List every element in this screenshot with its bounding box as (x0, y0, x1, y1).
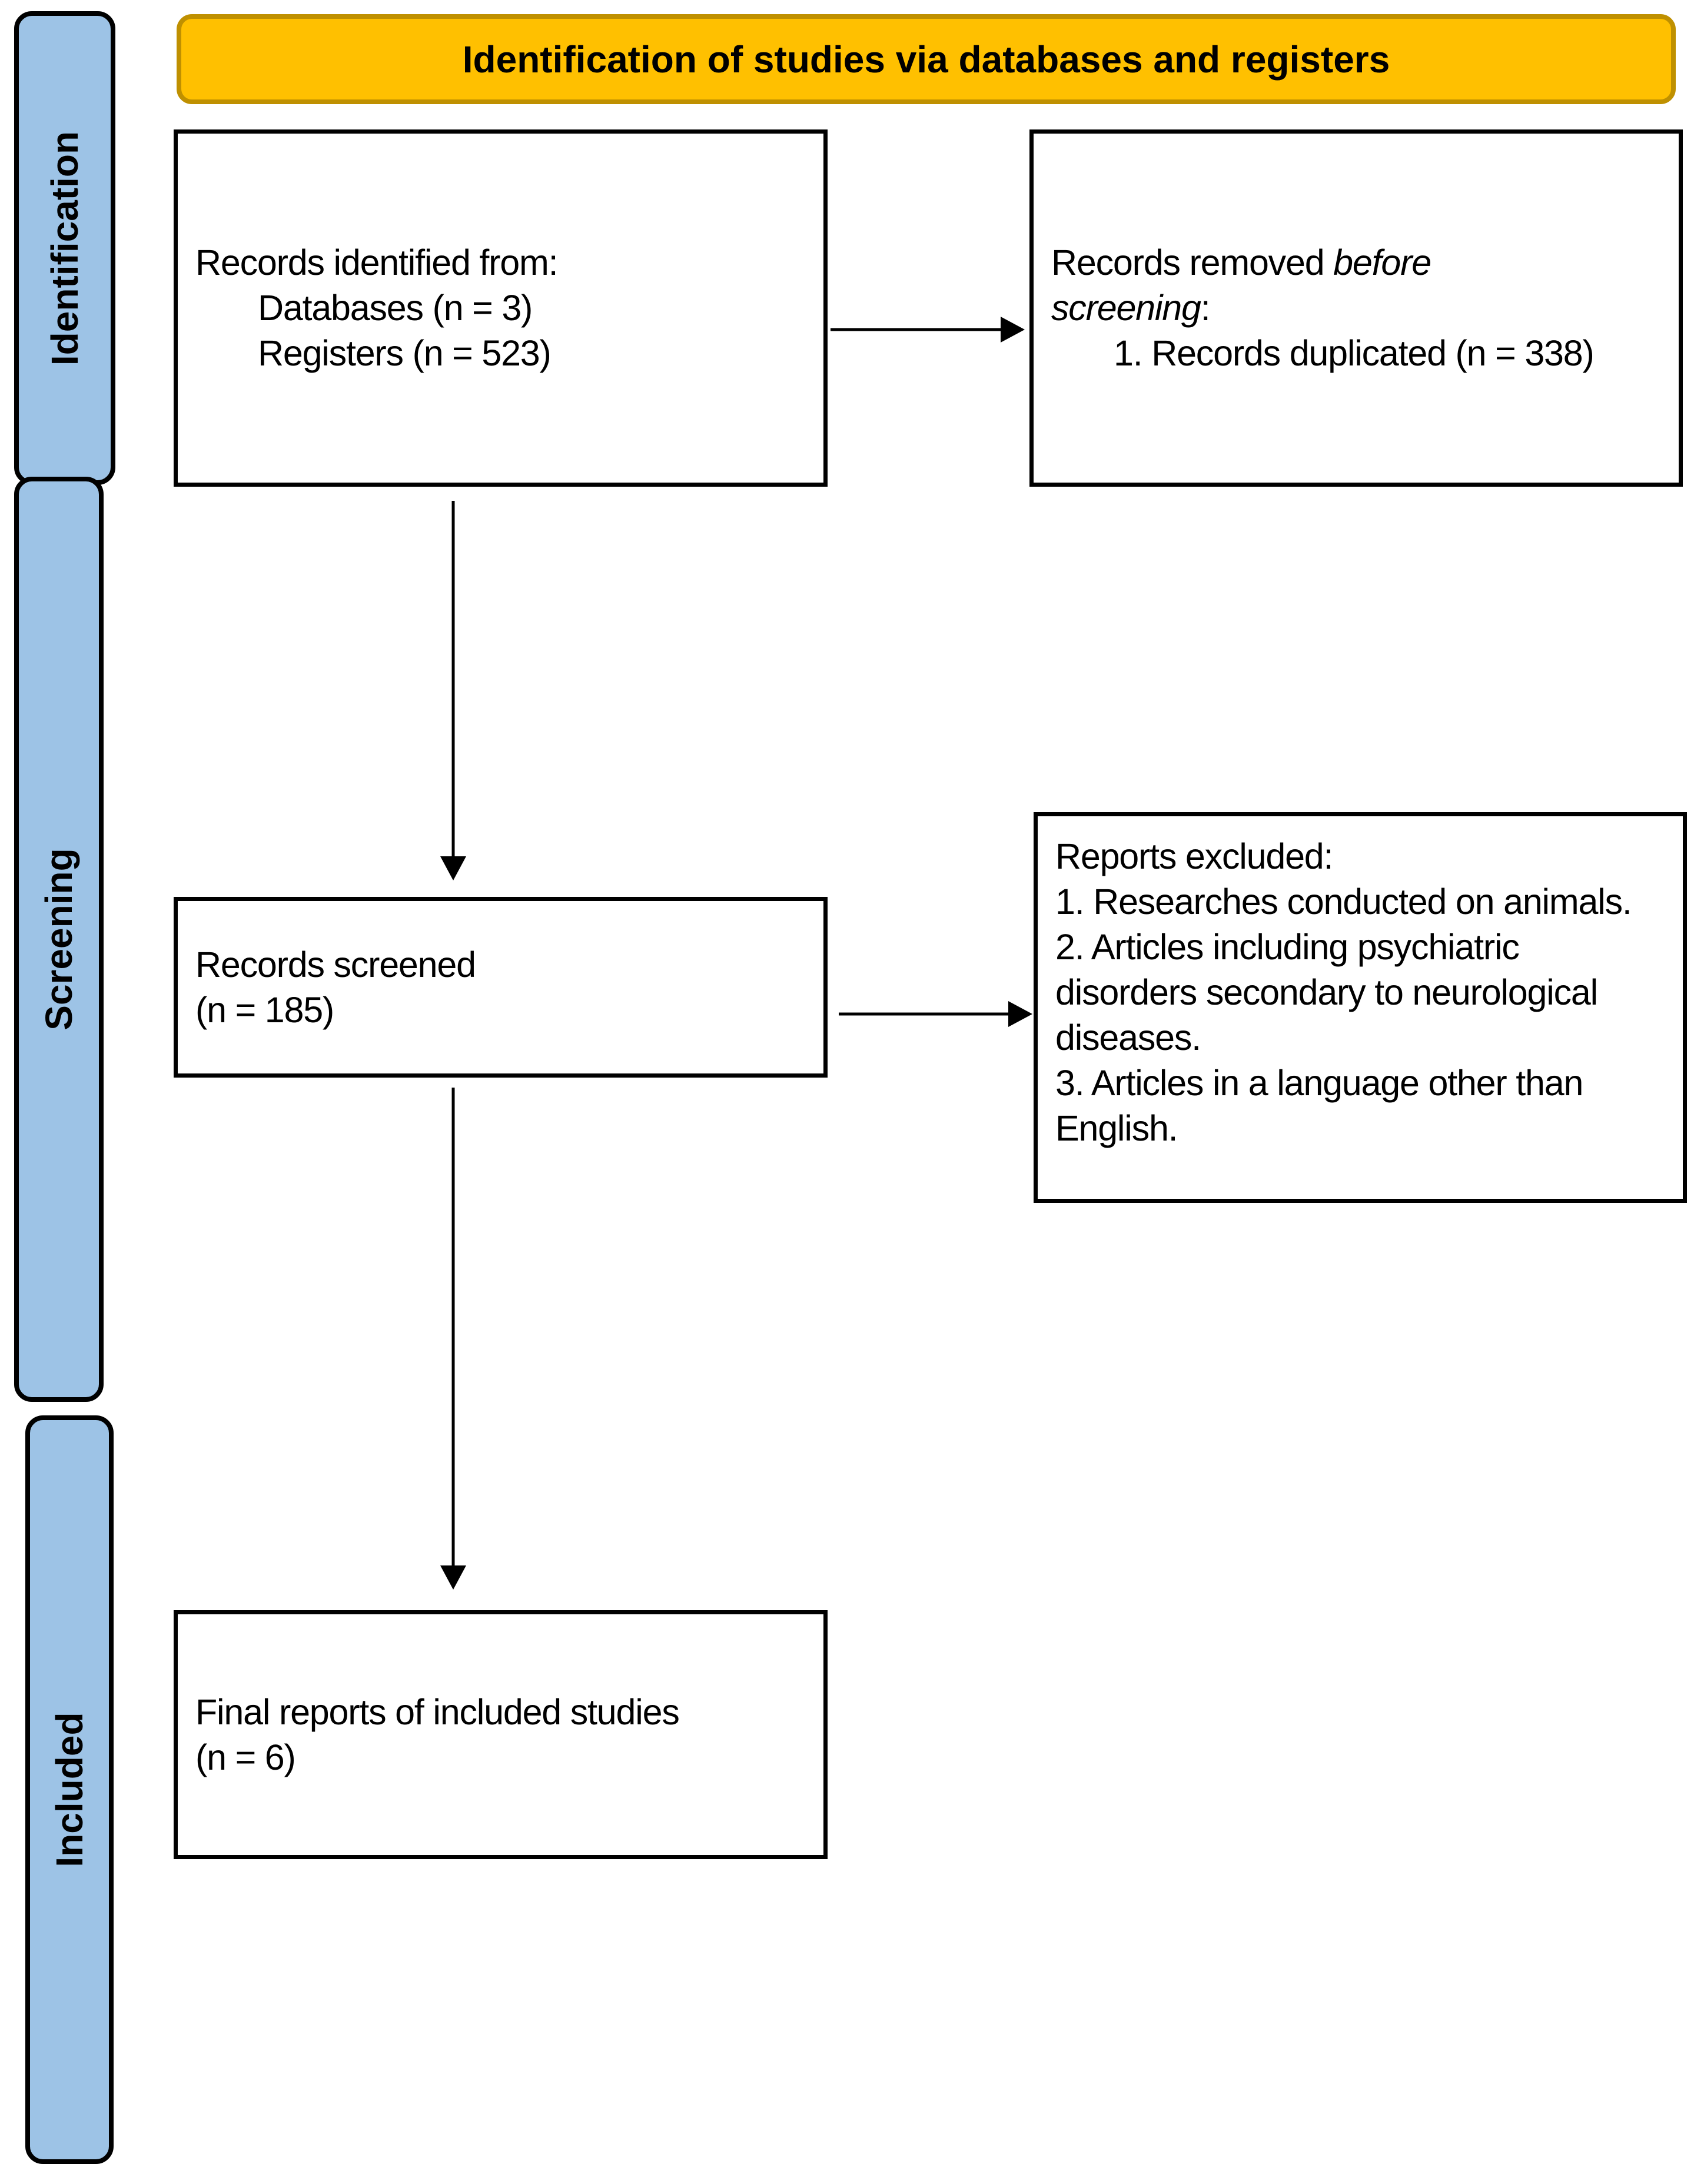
databases-count: Databases (n = 3) (258, 288, 533, 328)
arrowhead-icon (1008, 1001, 1032, 1027)
included-label: Final reports of included studies (195, 1691, 680, 1732)
excluded-reason-1: 1. Researches conducted on animals. (1055, 882, 1632, 922)
duplicates-count: 1. Records duplicated (n = 338) (1114, 333, 1595, 373)
title-italic: screening (1051, 288, 1201, 328)
records-identified-title: Records identified from: (195, 242, 559, 282)
records-screened-box: Records screened (n = 185) (174, 897, 828, 1078)
excluded-reason-2: 2. Articles including psychiatric disord… (1055, 927, 1598, 1058)
title-italic: before (1333, 242, 1431, 282)
title-text: : (1200, 288, 1211, 328)
included-count: (n = 6) (195, 1737, 296, 1777)
arrowhead-icon (1001, 317, 1025, 343)
screened-label: Records screened (195, 944, 476, 985)
arrowhead-icon (440, 1565, 466, 1590)
included-studies-box: Final reports of included studies (n = 6… (174, 1610, 828, 1859)
title-text: Records removed (1051, 242, 1334, 282)
phase-included: Included (25, 1415, 114, 2164)
excluded-reason-3: 3. Articles in a language other than Eng… (1055, 1063, 1583, 1148)
records-removed-box: Records removed before screening: 1. Reco… (1029, 129, 1683, 487)
screened-count: (n = 185) (195, 989, 334, 1030)
phase-screening: Screening (14, 477, 104, 1402)
records-identified-box: Records identified from: Databases (n = … (174, 129, 828, 487)
arrowhead-icon (440, 856, 466, 880)
phase-identification: Identification (14, 11, 115, 485)
records-removed-title: Records removed before screening: (1051, 240, 1661, 331)
header-banner: Identification of studies via databases … (177, 14, 1676, 104)
excluded-title: Reports excluded: (1055, 836, 1333, 876)
reports-excluded-box: Reports excluded: 1. Researches conducte… (1034, 812, 1687, 1203)
registers-count: Registers (n = 523) (258, 333, 552, 373)
